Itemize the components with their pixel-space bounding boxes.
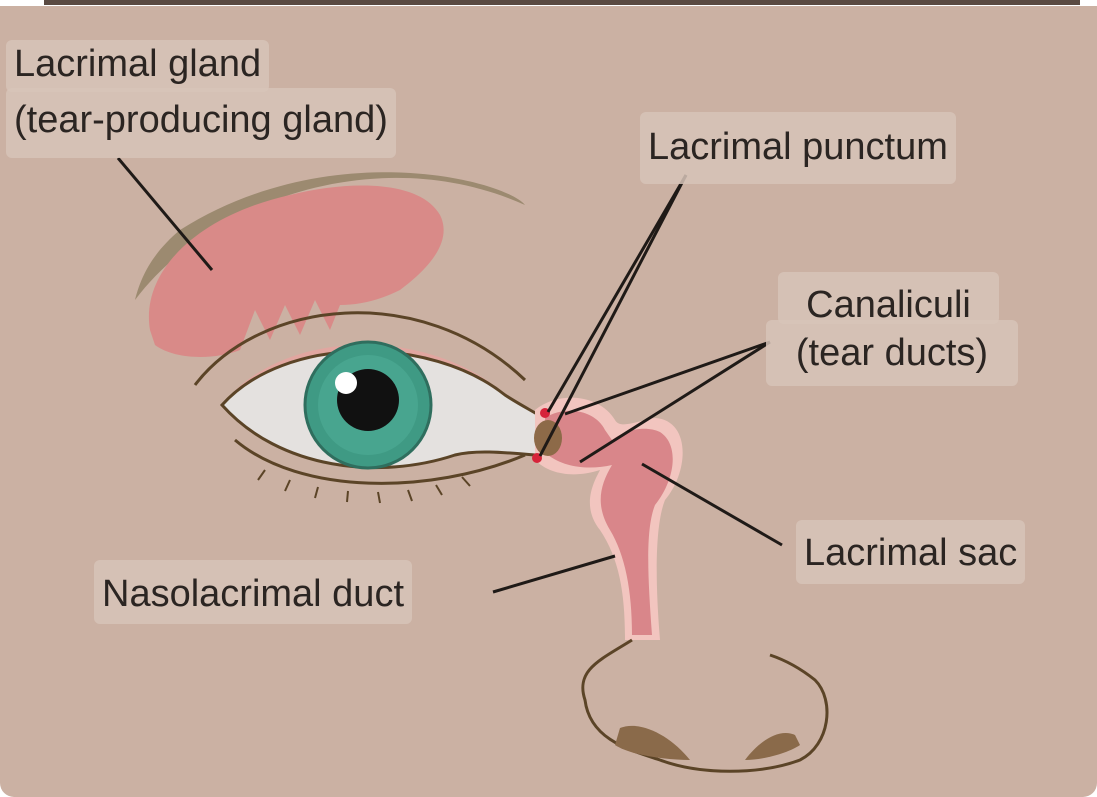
label-lacrimal-punctum: Lacrimal punctum [640, 112, 956, 184]
label-nasolacrimal-duct: Nasolacrimal duct [94, 560, 412, 624]
eyelid-crease [193, 311, 527, 386]
nose-outline [581, 638, 829, 773]
lower-lashes [257, 469, 471, 504]
lacrimal-gland-shape [148, 185, 444, 357]
leader-nasolacrimal-duct [492, 554, 616, 594]
lower-eyelid [234, 438, 526, 485]
label-lacrimal-gland-line2: (tear-producing gland) [6, 88, 396, 158]
leader-punctum-lower [538, 174, 688, 457]
right-nostril [745, 732, 800, 760]
label-text: (tear ducts) [795, 332, 989, 374]
label-text: (tear-producing gland) [14, 99, 388, 141]
label-canaliculi-line2: (tear ducts) [766, 320, 1018, 386]
left-nostril [615, 725, 690, 760]
eyebrow [135, 172, 525, 300]
leader-punctum-upper [546, 174, 688, 413]
leader-lines [116, 157, 783, 594]
leader-lacrimal-sac [641, 462, 783, 547]
label-text: Canaliculi [806, 284, 971, 326]
leader-canaliculi-lower [579, 340, 771, 464]
lacrimal-sac-shape [545, 410, 673, 635]
label-text: Lacrimal punctum [648, 126, 948, 168]
label-text: Lacrimal sac [804, 532, 1018, 574]
leader-canaliculi-upper [564, 340, 771, 416]
label-lacrimal-gland-line1: Lacrimal gland [6, 40, 270, 92]
label-text: Nasolacrimal duct [102, 573, 404, 615]
pupil-highlight [335, 372, 357, 394]
label-text: Lacrimal gland [14, 43, 262, 85]
label-lacrimal-sac: Lacrimal sac [796, 520, 1026, 584]
top-border-bar [44, 0, 1080, 5]
label-canaliculi-line1: Canaliculi [778, 272, 999, 326]
leader-lacrimal-gland [116, 157, 214, 271]
